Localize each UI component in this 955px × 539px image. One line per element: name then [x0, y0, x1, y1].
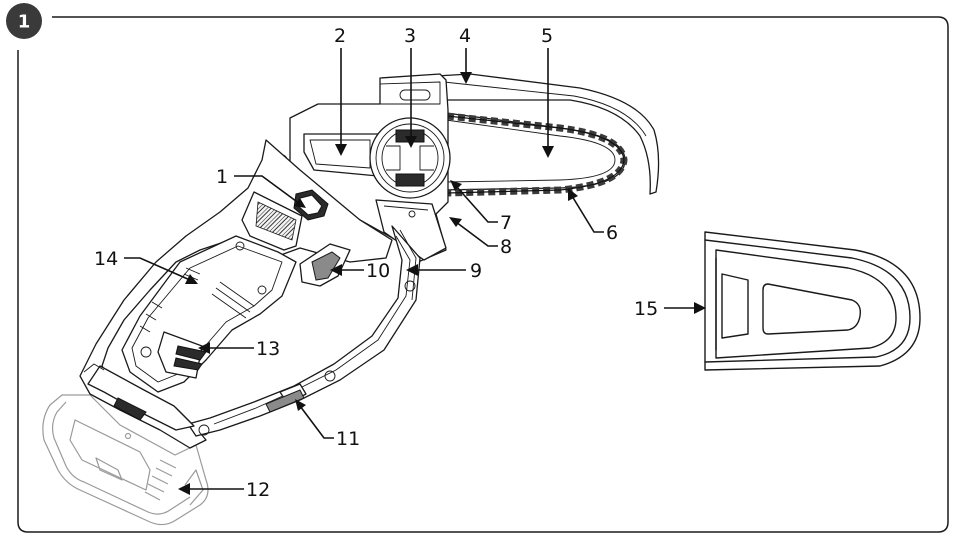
- callout-2: 2: [334, 25, 346, 47]
- figure-frame: [17, 16, 949, 533]
- battery-pack: [42, 394, 209, 526]
- callout-14: 14: [94, 248, 118, 270]
- callout-6: 6: [606, 222, 618, 244]
- figure-number-badge: 1: [6, 3, 42, 39]
- callout-9: 9: [470, 260, 482, 282]
- callout-10: 10: [366, 260, 390, 282]
- callout-8: 8: [500, 236, 512, 258]
- callout-4: 4: [459, 25, 471, 47]
- callout-3: 3: [404, 25, 416, 47]
- saw-chain: [446, 112, 628, 197]
- saw-housing: [276, 73, 451, 263]
- handle-body: [79, 139, 421, 449]
- callout-11: 11: [336, 428, 360, 450]
- guide-bar: [437, 111, 626, 191]
- bar-cover: [704, 231, 921, 371]
- callout-1: 1: [216, 166, 228, 188]
- callout-13: 13: [256, 338, 280, 360]
- callout-15: 15: [634, 298, 658, 320]
- callout-7: 7: [500, 212, 512, 234]
- callout-5: 5: [541, 25, 553, 47]
- figure-number: 1: [18, 12, 31, 33]
- leader-lines: [124, 48, 706, 495]
- callout-labels: 1 2 3 4 5 6 7 8 9 10 11 12 13 14 15: [94, 25, 658, 501]
- callout-12: 12: [246, 479, 270, 501]
- blade-guard: [435, 73, 660, 195]
